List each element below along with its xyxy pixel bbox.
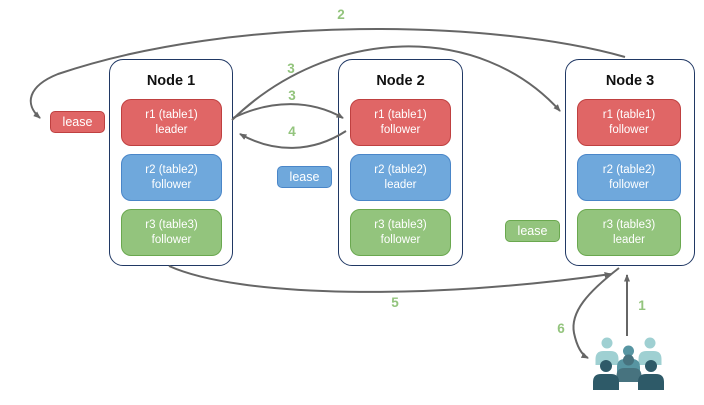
node-3-replica-r1: r1 (table1) follower bbox=[577, 99, 681, 146]
arrow-step-6-node3-to-client bbox=[572, 267, 620, 359]
node-1-replica-r3: r3 (table3) follower bbox=[121, 209, 222, 256]
lease-badge-node3-r3: lease bbox=[505, 220, 560, 242]
node-1-replica-r2: r2 (table2) follower bbox=[121, 154, 222, 201]
step-label-6: 6 bbox=[557, 321, 565, 336]
node-1-title: Node 1 bbox=[146, 73, 196, 89]
replica-name: r2 (table2) bbox=[145, 163, 198, 176]
arrow-step-5-node1-to-node3 bbox=[168, 265, 612, 293]
lease-badge-node2-r2: lease bbox=[277, 166, 332, 188]
replica-role: follower bbox=[151, 233, 192, 246]
user-front-center bbox=[616, 354, 642, 382]
replica-name: r3 (table3) bbox=[145, 218, 198, 231]
replica-role: follower bbox=[609, 178, 649, 191]
node-2-replica-r1: r1 (table1) follower bbox=[350, 99, 451, 146]
node-1: Node 1 r1 (table1) leader r2 (table2) fo… bbox=[109, 59, 233, 266]
node-3: Node 3 r1 (table1) follower r2 (table2) … bbox=[565, 59, 695, 266]
node-3-title: Node 3 bbox=[605, 73, 655, 89]
node-2-replica-r3: r3 (table3) follower bbox=[350, 209, 451, 256]
arrow-step-3-node1-to-node2 bbox=[232, 103, 344, 119]
step-label-2: 2 bbox=[337, 7, 345, 22]
replica-name: r1 (table1) bbox=[602, 108, 656, 121]
replica-name: r3 (table3) bbox=[602, 218, 656, 231]
replica-name: r3 (table3) bbox=[374, 218, 427, 231]
user-middle-center bbox=[617, 345, 640, 373]
replica-name: r1 (table1) bbox=[374, 108, 427, 121]
node-1-replica-r1: r1 (table1) leader bbox=[121, 99, 222, 146]
replica-role: leader bbox=[613, 233, 645, 246]
user-group-icon bbox=[593, 337, 664, 390]
node-3-replica-r2: r2 (table2) follower bbox=[577, 154, 681, 201]
user-back-left bbox=[595, 337, 619, 365]
step-label-1: 1 bbox=[638, 298, 646, 313]
replica-role: follower bbox=[380, 233, 421, 246]
node-2-title: Node 2 bbox=[376, 73, 425, 89]
step-label-4: 4 bbox=[288, 124, 296, 139]
node-3-replica-r3: r3 (table3) leader bbox=[577, 209, 681, 256]
replica-role: leader bbox=[384, 178, 417, 191]
replica-name: r2 (table2) bbox=[602, 163, 656, 176]
lease-badge-node1-r1: lease bbox=[50, 111, 105, 133]
step-label-3b: 3 bbox=[288, 88, 296, 103]
replica-role: follower bbox=[609, 123, 649, 136]
replica-role: follower bbox=[151, 178, 192, 191]
user-back-right bbox=[638, 337, 662, 365]
user-front-left bbox=[593, 360, 619, 390]
step-label-5: 5 bbox=[391, 295, 399, 310]
node-2-replica-r2: r2 (table2) leader bbox=[350, 154, 451, 201]
node-2: Node 2 r1 (table1) follower r2 (table2) … bbox=[338, 59, 463, 266]
replica-role: follower bbox=[380, 123, 421, 136]
replica-name: r1 (table1) bbox=[145, 108, 198, 121]
replica-role: leader bbox=[155, 123, 188, 136]
replica-name: r2 (table2) bbox=[374, 163, 427, 176]
user-front-right bbox=[638, 360, 664, 390]
step-label-3a: 3 bbox=[287, 61, 295, 76]
